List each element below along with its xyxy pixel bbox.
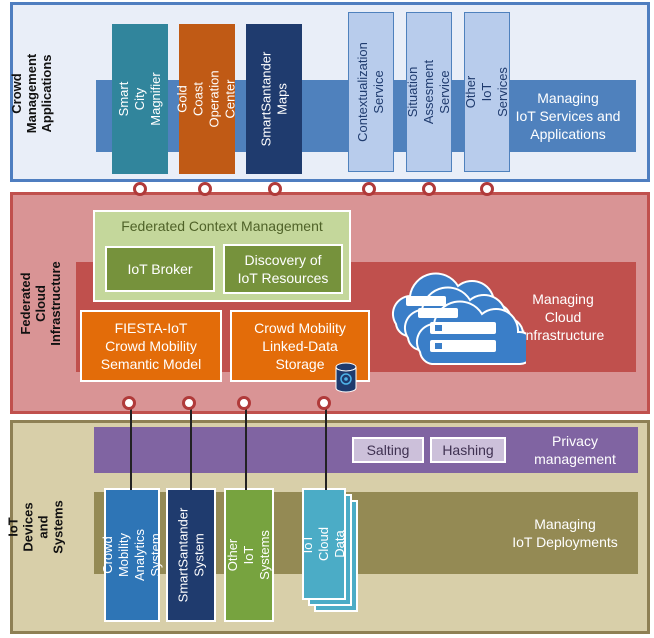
apps-band-label: Managing IoT Services and Applications	[515, 90, 621, 142]
connector-node	[182, 396, 196, 410]
service-situation-assessment[interactable]: Situation Assesment Service	[405, 12, 452, 172]
connector-node	[198, 182, 212, 196]
app-gold-coast-operation-center[interactable]: Gold Coast Operation Center	[175, 24, 238, 174]
app-smart-city-magnifier[interactable]: Smart City Magnifier	[112, 24, 168, 174]
app-smartsantander-maps[interactable]: SmartSantander Maps	[246, 24, 302, 174]
connector-line	[190, 402, 192, 490]
connector-line	[245, 402, 247, 490]
cloud-band-label: Managing Cloud Infrastructure	[521, 291, 605, 343]
connector-line	[325, 402, 327, 490]
semantic-model[interactable]: FIESTA-IoT Crowd Mobility Semantic Model	[80, 310, 222, 382]
connector-line	[130, 402, 132, 490]
connector-node	[122, 396, 136, 410]
deploy-band-label: Managing IoT Deployments	[512, 516, 618, 550]
system-crowd-mobility-analytics[interactable]: Crowd Mobility Analytics System	[100, 488, 163, 622]
connector-node	[133, 182, 147, 196]
cloud-servers-icon	[391, 272, 526, 365]
connector-node	[362, 182, 376, 196]
iot-cloud-data[interactable]: IoT Cloud Data	[300, 488, 347, 600]
privacy-band-label: Privacy management	[534, 433, 616, 467]
connector-node	[422, 182, 436, 196]
discovery-iot-resources[interactable]: Discovery of IoT Resources	[223, 244, 343, 294]
iot-layer-label: IoT Devices and Systems	[6, 500, 66, 554]
hashing-tag[interactable]: Hashing	[430, 437, 506, 463]
system-other-iot[interactable]: Other IoT Systems	[224, 488, 274, 622]
apps-layer-label: Crowd Management Applications	[9, 53, 55, 133]
connector-node	[268, 182, 282, 196]
iot-broker[interactable]: IoT Broker	[105, 246, 215, 292]
service-contextualization[interactable]: Contextualization Service	[348, 12, 394, 172]
cloud-layer-label: Federated Cloud Infrastructure	[17, 260, 63, 346]
connector-node	[237, 396, 251, 410]
federated-title: Federated Context Management	[121, 218, 323, 234]
salting-tag[interactable]: Salting	[352, 437, 424, 463]
database-icon	[335, 362, 357, 393]
service-other-iot[interactable]: Other IoT Services	[463, 12, 510, 172]
system-smartsantander[interactable]: SmartSantander System	[166, 488, 216, 622]
connector-node	[480, 182, 494, 196]
connector-node	[317, 396, 331, 410]
federated-context-management: Federated Context Management IoT Broker …	[93, 210, 351, 302]
